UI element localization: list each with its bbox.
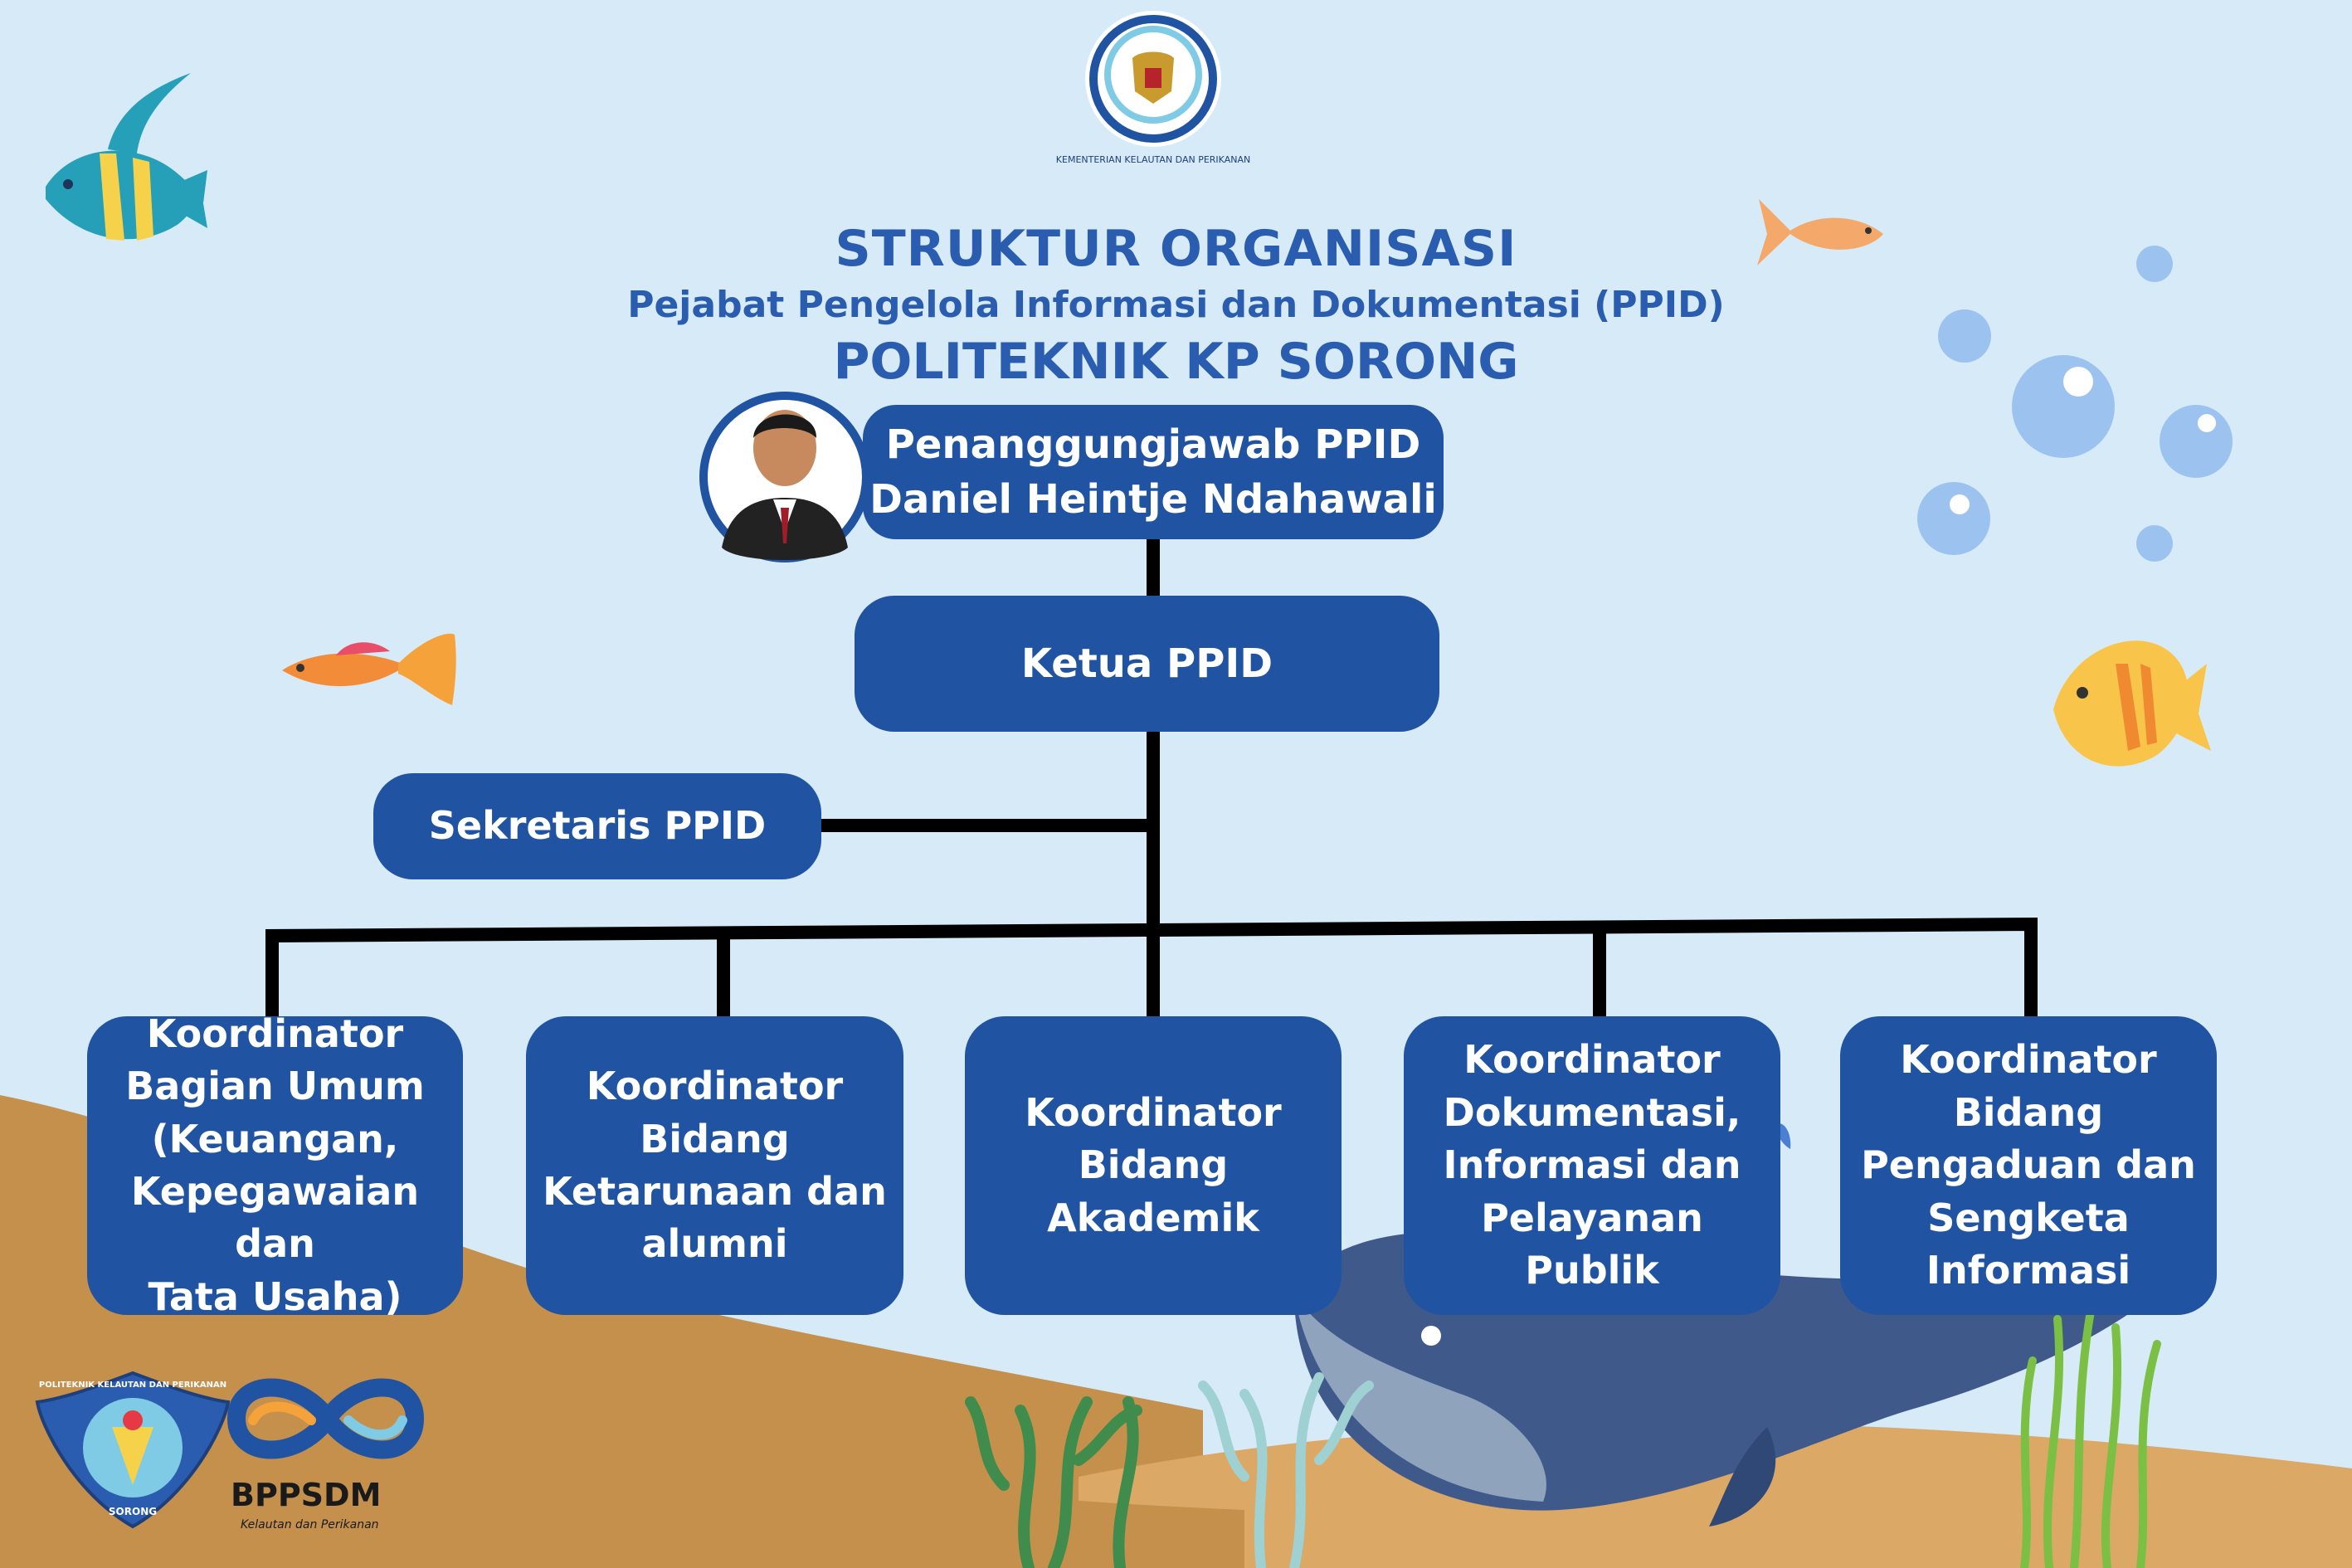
ministry-logo (1085, 11, 1221, 147)
coordinator-line: Sengketa (1927, 1195, 2130, 1240)
head-box: Penanggungjawab PPID Daniel Heintje Ndah… (863, 405, 1444, 539)
head-name: Daniel Heintje Ndahawali (869, 476, 1437, 523)
poltek-logo-ring-text: POLITEKNIK KELAUTAN DAN PERIKANAN (38, 1381, 227, 1390)
coordinator-line: Informasi dan (1443, 1142, 1741, 1188)
coordinator-line: (Keuangan, (151, 1116, 399, 1161)
secretary-box: Sekretaris PPID (373, 773, 821, 879)
coordinator-line: Ketarunaan dan (543, 1169, 887, 1214)
coordinator-line: Bidang Akademik (1047, 1142, 1259, 1240)
coordinator-box: Koordinator Dokumentasi, Informasi dan P… (1404, 1016, 1780, 1315)
head-portrait (699, 392, 870, 562)
seaweed-green (965, 1396, 1142, 1568)
coordinator-line: Kepegawaian dan (130, 1169, 420, 1267)
poltek-logo-bottom-text: SORONG (108, 1506, 158, 1517)
coordinator-line: Bidang (1953, 1089, 2104, 1135)
coordinator-box: Koordinator Bagian Umum (Keuangan, Kepeg… (87, 1011, 463, 1319)
seaweed-lime (2020, 1307, 2161, 1568)
yellow-fish (2053, 640, 2211, 767)
header: STRUKTUR ORGANISASI Pejabat Pengelola In… (0, 217, 2352, 393)
coordinator-box: Koordinator Bidang Ketarunaan dan alumni (526, 1016, 903, 1315)
secretary-role: Sekretaris PPID (428, 803, 767, 849)
coordinator-line: Pelayanan Publik (1481, 1195, 1703, 1293)
poltek-logo (35, 1371, 231, 1529)
angelfish-blue (46, 73, 207, 241)
coordinator-line: Informasi (1926, 1248, 2131, 1293)
seaweed-teal (1198, 1372, 1374, 1568)
coordinator-line: Tata Usaha) (148, 1273, 402, 1319)
coordinator-line: Bidang (640, 1116, 790, 1161)
coordinator-box: Koordinator Bidang Akademik (965, 1016, 1342, 1315)
coordinator-line: Bagian Umum (125, 1064, 425, 1109)
head-role: Penanggungjawab PPID (885, 421, 1421, 468)
ministry-logo-text: KEMENTERIAN KELAUTAN DAN PERIKANAN (1055, 154, 1251, 165)
guppy-fish (282, 633, 456, 705)
bppsdm-name: BPPSDM (231, 1477, 382, 1513)
bppsdm-tagline: Kelautan dan Perikanan (241, 1518, 379, 1531)
org-connectors (265, 533, 2038, 1023)
coordinator-line: Koordinator (146, 1010, 404, 1056)
coordinator-line: Koordinator (586, 1064, 844, 1109)
coordinator-line: Koordinator (1900, 1037, 2157, 1083)
coordinator-line: Pengaduan dan (1861, 1142, 2196, 1188)
coordinator-line: Dokumentasi, (1443, 1089, 1741, 1135)
chair-role: Ketua PPID (1020, 640, 1273, 687)
institution-name: POLITEKNIK KP SORONG (833, 333, 1519, 391)
page-title: STRUKTUR ORGANISASI (835, 220, 1517, 278)
page-subtitle: Pejabat Pengelola Informasi dan Dokument… (627, 284, 1725, 326)
orange-fish-top (1757, 199, 1883, 265)
bubbles (1917, 246, 2233, 562)
bppsdm-logo (226, 1378, 425, 1459)
chair-box: Ketua PPID (855, 596, 1439, 732)
coordinator-line: Koordinator (1025, 1089, 1282, 1135)
coordinator-line: Koordinator (1463, 1037, 1721, 1083)
coordinator-line: alumni (641, 1221, 788, 1267)
coordinator-box: Koordinator Bidang Pengaduan dan Sengket… (1840, 1016, 2217, 1315)
